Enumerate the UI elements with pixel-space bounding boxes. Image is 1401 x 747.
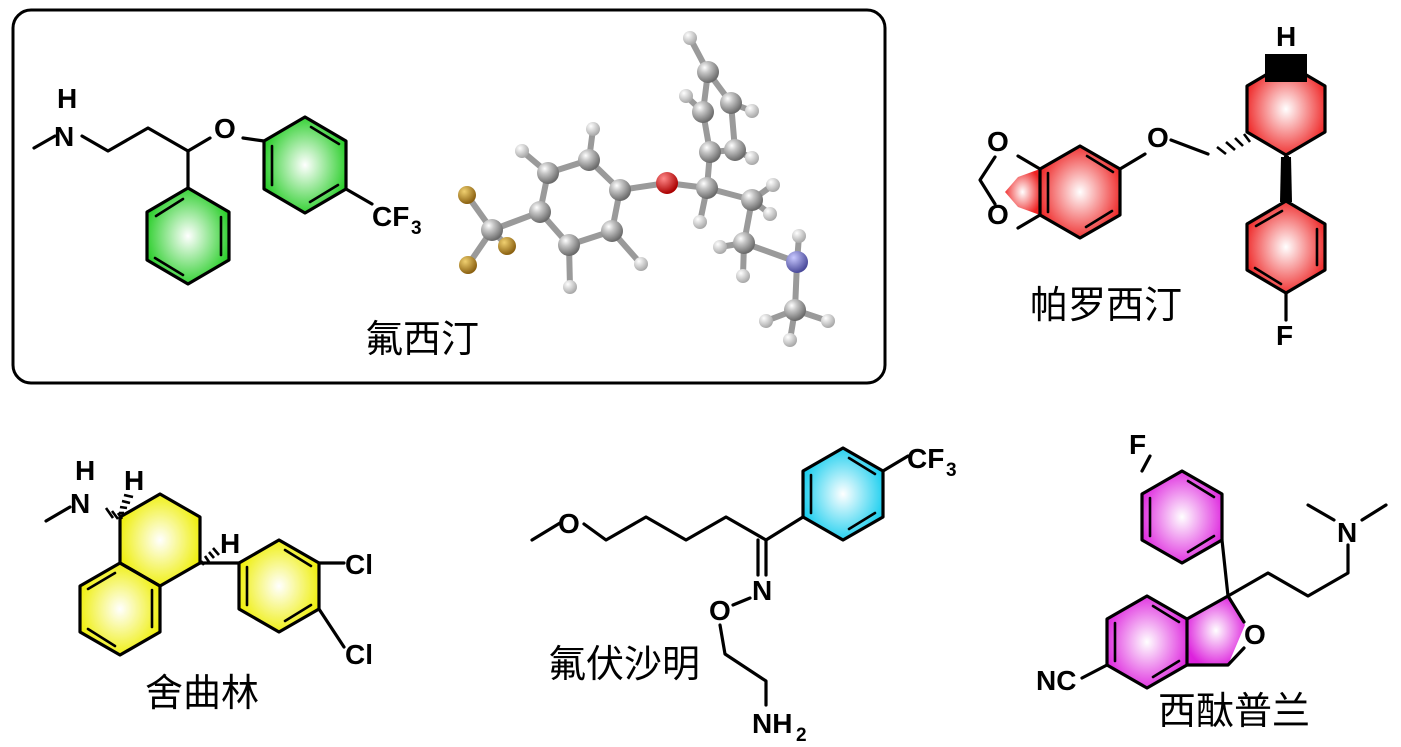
citalopram-name: 西酞普兰 <box>1158 689 1310 733</box>
sertraline-cl-label: Cl <box>345 639 373 670</box>
sertraline-h-label: H <box>124 465 144 496</box>
fluoxetine-cf-label: CF <box>372 201 409 232</box>
hydrogen-atom <box>679 89 693 103</box>
fluorine-atom <box>458 186 476 204</box>
sertraline-name: 舍曲林 <box>145 671 259 715</box>
citalopram-f-label: F <box>1129 429 1146 460</box>
carbon-atom <box>696 177 718 199</box>
fluvoxamine-name: 氟伏沙明 <box>548 642 700 686</box>
hydrogen-atom <box>745 151 759 165</box>
carbon-atom <box>697 61 719 83</box>
hydrogen-atom <box>586 122 600 136</box>
hashed-wedge-bond <box>1216 133 1252 156</box>
fluvoxamine-o-label: O <box>558 508 580 539</box>
hydrogen-atom <box>693 215 707 229</box>
fluvoxamine-cf-label: CF <box>907 443 944 474</box>
fluvoxamine-cf-subscript: 3 <box>946 460 957 481</box>
fluvoxamine-panel: O N O CF 3 NH 2 氟伏沙明 <box>530 443 957 746</box>
carbon-atom <box>692 101 714 123</box>
carbon-atom <box>529 201 551 223</box>
fluvoxamine-nh-subscript: 2 <box>796 725 807 746</box>
paroxetine-o-label: O <box>987 126 1009 157</box>
carbon-atom <box>601 220 623 242</box>
fluorine-atom <box>498 237 516 255</box>
paroxetine-ring-benzodioxole <box>1040 146 1120 238</box>
fluorine-atom <box>459 256 477 274</box>
carbon-atom <box>733 232 755 254</box>
hydrogen-atom <box>683 31 697 45</box>
paroxetine-n-label: N <box>1268 51 1288 82</box>
carbon-atom <box>741 189 763 211</box>
hydrogen-atom <box>736 269 750 283</box>
fluoxetine-h-label: H <box>57 83 77 114</box>
citalopram-nc-label: NC <box>1036 665 1076 696</box>
carbon-atom <box>558 234 580 256</box>
hydrogen-atom <box>563 280 577 294</box>
citalopram-n-label: N <box>1337 517 1357 548</box>
carbon-atom <box>537 162 559 184</box>
sertraline-h-label: H <box>75 455 95 486</box>
carbon-atom <box>481 219 503 241</box>
paroxetine-panel: H N O O O F 帕罗西汀 <box>978 21 1327 351</box>
hydrogen-atom <box>763 207 777 221</box>
citalopram-panel: F O N NC 西酞普兰 <box>1036 429 1388 733</box>
paroxetine-name: 帕罗西汀 <box>1030 283 1182 327</box>
hydrogen-atom <box>745 104 759 118</box>
fluoxetine-panel: H N O CF 3 <box>11 8 887 385</box>
carbon-atom <box>699 141 721 163</box>
hashed-wedge-bond <box>119 493 134 515</box>
fluoxetine-ring-trifluoromethylphenyl <box>264 117 346 213</box>
hydrogen-atom <box>515 144 529 158</box>
fluoxetine-structure: H N O CF 3 <box>32 83 422 286</box>
sertraline-ring-benzo <box>80 563 160 655</box>
citalopram-ring-furan <box>1187 596 1245 665</box>
hashed-wedge-bond <box>104 507 124 520</box>
citalopram-o-label: O <box>1244 619 1266 650</box>
sertraline-panel: H N H H Cl Cl 舍曲林 <box>44 455 373 715</box>
carbon-atom <box>724 139 746 161</box>
hydrogen-atom <box>713 240 727 254</box>
sertraline-h-label: H <box>220 528 240 559</box>
carbon-atom <box>609 179 631 201</box>
fluoxetine-name: 氟西汀 <box>365 317 479 361</box>
hydrogen-atom <box>821 314 835 328</box>
carbon-atom <box>784 299 806 321</box>
sertraline-cl-label: Cl <box>345 549 373 580</box>
fluoxetine-o-label: O <box>214 113 236 144</box>
fluvoxamine-o-label: O <box>709 595 731 626</box>
fluoxetine-ring-phenyl <box>147 188 229 284</box>
fluvoxamine-ring-trifluoromethylphenyl <box>803 448 883 540</box>
sertraline-ring-tetralin <box>120 494 200 586</box>
fluvoxamine-n-label: N <box>752 575 772 606</box>
paroxetine-ring-dioxole <box>1005 169 1040 215</box>
paroxetine-ring-fluorophenyl <box>1247 201 1325 293</box>
sertraline-ring-dichlorophenyl <box>239 540 319 632</box>
nitrogen-atom <box>786 251 808 273</box>
fluoxetine-frame <box>11 8 887 385</box>
paroxetine-ring-piperidine <box>1247 63 1325 155</box>
fluoxetine-cf-subscript: 3 <box>411 218 422 239</box>
carbon-atom <box>578 149 600 171</box>
hydrogen-atom <box>792 229 806 243</box>
oxygen-atom <box>656 172 678 194</box>
paroxetine-f-label: F <box>1276 320 1293 351</box>
hydrogen-atom <box>783 333 797 347</box>
citalopram-ring-fluorophenyl <box>1142 471 1222 563</box>
fluoxetine-3d-model <box>458 31 835 347</box>
sertraline-n-label: N <box>70 488 90 519</box>
paroxetine-o-label: O <box>1147 122 1169 153</box>
paroxetine-h-label: H <box>1276 21 1296 52</box>
hydrogen-atom <box>766 178 780 192</box>
fluvoxamine-nh-label: NH <box>752 708 792 739</box>
hydrogen-atom <box>759 314 773 328</box>
hydrogen-atom <box>634 257 648 271</box>
fluoxetine-n-label: N <box>54 121 74 152</box>
carbon-atom <box>720 92 742 114</box>
paroxetine-o-label: O <box>987 199 1009 230</box>
citalopram-ring-benzo <box>1107 596 1187 688</box>
model-atoms <box>458 31 835 347</box>
